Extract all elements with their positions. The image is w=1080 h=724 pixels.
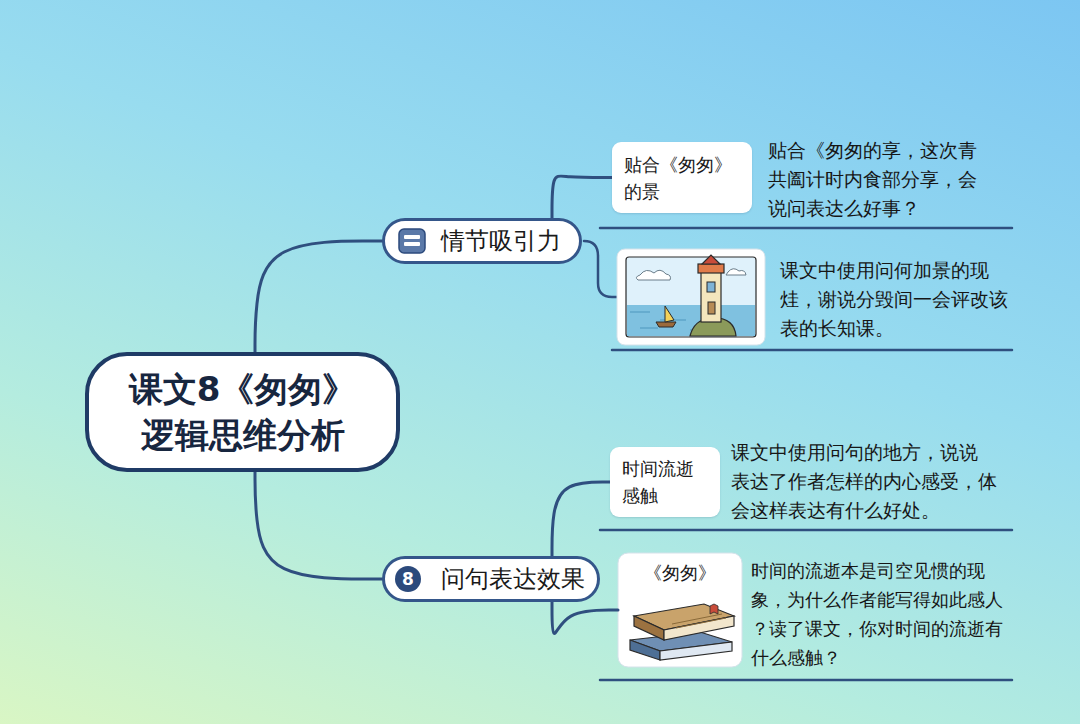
node-text: 贴合《匆匆》 的景 [624,151,740,205]
callout-number: 8 [395,566,421,592]
underline [600,529,1012,532]
node-text: 问句表达效果 [441,563,585,595]
central-topic: 课文8《匆匆》 逻辑思维分析 [85,352,400,472]
node-text: 时间流逝 感触 [622,455,702,509]
branch-topic: 情节吸引力 [382,218,582,264]
question-text: 贴合《匆匆的享，这次青 共阖计时内食部分享，会 说问表达么好事？ [768,136,984,223]
node-text: 情节吸引力 [441,225,561,257]
row-lines [584,228,1012,680]
branch-line [584,241,617,297]
branch-connector [552,482,610,556]
branch-connector [255,241,382,352]
question-text: 时间的流逝本是司空见惯的现 象，为什么作者能写得如此感人 ？读了课文，你对时间的… [751,556,1012,672]
question-text: 课文中使用问何加景的现 烓，谢说分毁间一会评改该 表的长知课。 [780,256,1011,343]
branch-connector [552,176,612,218]
robot-icon [399,229,425,253]
branch-topic: 问句表达效果 [382,556,600,602]
picture-box: 《匆匆》 [618,553,742,667]
branch-connector [255,472,382,579]
subtopic-box: 贴合《匆匆》 的景 [612,142,752,213]
question-text: 课文中使用问句的地方，说说 表达了作者怎样的内心感受，体 会这样表达有什么好处。 [731,438,999,525]
node-text: 课文8《匆匆》 逻辑思维分析 [112,366,374,458]
underline [612,349,1012,352]
subtopic-box: 时间流逝 感触 [610,447,720,517]
underline [600,679,1012,682]
number-badge [395,566,421,592]
node-text: 《匆匆》 [644,561,716,585]
underline [600,227,1012,230]
lighthouse-picture [617,249,765,345]
book-picture [618,553,742,667]
branch-connector [552,602,618,633]
